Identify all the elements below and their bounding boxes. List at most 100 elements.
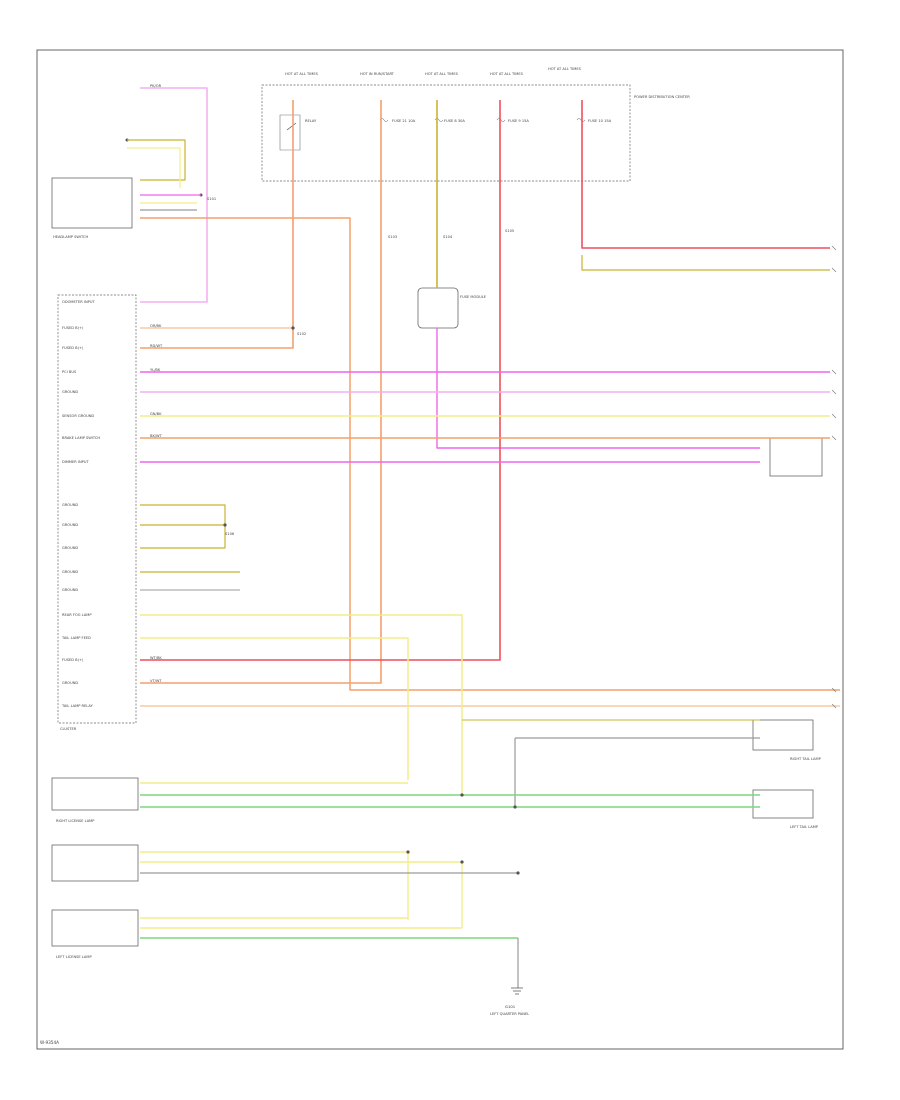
splice-label: S101 — [207, 197, 216, 201]
splice-s106 — [406, 850, 410, 854]
terminal-tick — [831, 389, 837, 395]
fuse-label-2: FUSE 21 10A — [392, 119, 416, 123]
license-lamp-label-left: LEFT LICENSE LAMP — [56, 955, 92, 959]
cluster-pin-label: TAIL LAMP FEED — [61, 636, 91, 640]
wire-fuse10-red — [581, 100, 830, 249]
fuse-symbol-4 — [496, 118, 506, 122]
cluster-pin-label: GROUND — [62, 588, 78, 592]
wire-switch-yellow-2 — [127, 147, 181, 188]
wire-code-label: BK/WT — [150, 434, 163, 438]
wire-fuse10-olive — [581, 255, 830, 271]
cluster-pin-label: GROUND — [62, 681, 78, 685]
splice-s104 — [460, 793, 464, 797]
fuse-label-4: FUSE 9 15A — [508, 119, 529, 123]
cluster-pin-label: GROUND — [62, 570, 78, 574]
fuse-header-2: HOT IN RUN/START — [360, 72, 395, 76]
wire-relay-orange — [140, 100, 294, 349]
fuse-module: FUSE MODULE — [417, 287, 487, 329]
cluster-pin-label: REAR FOG LAMP — [62, 613, 92, 617]
cluster-pin-label: FUSED B(+) — [62, 658, 84, 662]
fuse-header-1: HOT AT ALL TIMES — [285, 72, 319, 76]
ground-sub-label: LEFT QUARTER PANEL — [490, 1012, 529, 1016]
fuse-box-label: POWER DISTRIBUTION CENTER — [634, 95, 690, 99]
terminal-tick — [831, 245, 837, 251]
cluster-pin-label: ODOMETER INPUT — [62, 300, 95, 304]
splice-label: S104 — [443, 235, 453, 239]
terminal-tick — [831, 687, 837, 693]
right-tail-lamp-box — [752, 719, 814, 751]
wire-code-label: PK/OR — [150, 84, 162, 88]
right-tail-lamp-label: RIGHT TAIL LAMP — [790, 757, 822, 761]
cluster-label: CLUSTER — [60, 727, 77, 731]
ground-symbol — [511, 987, 523, 995]
terminal-tick — [831, 435, 837, 441]
fuse-header-5: HOT AT ALL TIMES — [548, 67, 582, 71]
fuse-header-3: HOT AT ALL TIMES — [425, 72, 459, 76]
wire-ground-1 — [140, 504, 226, 525]
splice-s105 — [513, 805, 517, 809]
cluster-pin-label: DIMMER INPUT — [62, 460, 89, 464]
headlamp-switch-outline — [51, 177, 133, 229]
terminal-tick — [831, 267, 837, 273]
wire-pink-feed — [140, 87, 208, 303]
wire-orange-long — [140, 217, 840, 691]
wire-code-label: YL/BK — [150, 368, 161, 372]
wire-fuse9-red — [140, 100, 501, 661]
left-tail-lamp-box — [752, 789, 814, 819]
splice-label: S102 — [297, 332, 306, 336]
splice-s107 — [460, 860, 464, 864]
fuse-symbol-3 — [434, 118, 444, 122]
cluster-pin-labels: ODOMETER INPUT FUSED B(+) FUSED B(+) PCI BU… — [61, 300, 100, 708]
splice-relay — [291, 326, 295, 330]
cluster-pin-label: GROUND — [62, 546, 78, 550]
cluster-pin-label: GROUND — [62, 523, 78, 527]
wire-ground-3 — [140, 525, 226, 549]
wire-code-label: GN/BK — [150, 412, 162, 416]
fuse-label-5: FUSE 10 15A — [588, 119, 612, 123]
wire-tail-feed-yellow — [140, 614, 463, 795]
terminal-tick — [831, 413, 837, 419]
cluster-pin-label: TAIL LAMP RELAY — [61, 704, 94, 708]
cluster-pin-label: FUSED B(+) — [62, 326, 84, 330]
cluster-pin-label: BRAKE LAMP SWITCH — [62, 436, 100, 440]
cluster-pin-label: FUSED B(+) — [62, 346, 84, 350]
fuse-box: POWER DISTRIBUTION CENTER HOT AT ALL TIM… — [261, 67, 690, 182]
relay-switch-symbol — [279, 114, 301, 151]
cluster: CLUSTER ODOMETER INPUT FUSED B(+) FUSED B(… — [57, 294, 137, 731]
left-tail-lamp-label: LEFT TAIL LAMP — [790, 825, 819, 829]
splice-s108 — [516, 871, 520, 875]
fuse-symbol-5 — [576, 118, 586, 122]
ground-label: G101 — [505, 1004, 516, 1009]
cluster-pin-label: SENSOR GROUND — [62, 414, 94, 418]
fuse-module-outline — [417, 287, 459, 329]
wire-fuse-module-out — [436, 328, 760, 449]
splice-ground — [223, 523, 227, 527]
wire-switch-yellow — [127, 139, 186, 181]
footer-code: W-9354A — [40, 1040, 59, 1045]
cluster-pin-label: GROUND — [62, 503, 78, 507]
fuse-label-1: RELAY — [305, 119, 317, 123]
license-lamp-box-2 — [51, 844, 139, 882]
diagram-frame — [36, 49, 844, 1050]
wire-layer — [127, 87, 840, 988]
cluster-pin-label: PCI BUS — [62, 370, 77, 374]
wire-fuse21-orange — [140, 100, 382, 684]
fuse-module-label: FUSE MODULE — [460, 295, 487, 299]
fuse-header-4: HOT AT ALL TIMES — [490, 72, 524, 76]
license-lamp-box-1 — [51, 777, 139, 811]
wire-code-label: RD/WT — [150, 344, 163, 348]
relay-contact — [286, 122, 297, 131]
splice-label: S105 — [505, 229, 514, 233]
cluster-pin-label: GROUND — [62, 390, 78, 394]
wire-license-feed-yellow — [140, 637, 409, 780]
fuse-box-outline — [261, 84, 631, 182]
splice-label: S103 — [388, 235, 397, 239]
license-lamp-label-right: RIGHT LICENSE LAMP — [56, 819, 95, 823]
cluster-outline — [57, 294, 137, 724]
terminal-tick — [831, 369, 837, 375]
splice-label: S106 — [225, 532, 235, 536]
wire-code-label: OR/BK — [150, 324, 162, 328]
ground: G101 LEFT QUARTER PANEL — [490, 987, 529, 1016]
